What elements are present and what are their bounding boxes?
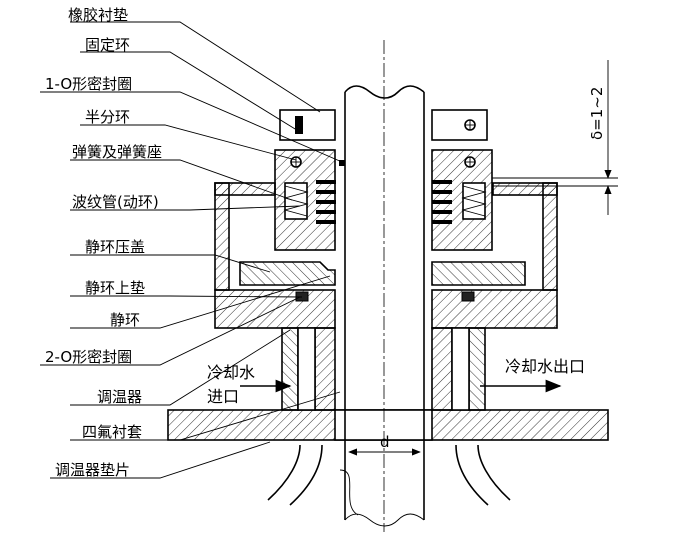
part-labels: 橡胶衬垫 固定环 1-O形密封圈 半分环 弹簧及弹簧座 波纹管(动环) 静环压盖… bbox=[45, 6, 162, 479]
label-thermostat: 调温器 bbox=[97, 388, 142, 406]
label-spring-seat: 弹簧及弹簧座 bbox=[72, 143, 162, 161]
leader-lines bbox=[40, 21, 343, 479]
label-fixing-ring: 固定环 bbox=[85, 36, 130, 54]
label-coolant-outlet: 冷却水出口 bbox=[505, 357, 585, 376]
thermostat-body-right bbox=[431, 289, 558, 411]
shaft bbox=[344, 40, 425, 532]
label-ptfe-sleeve: 四氟衬套 bbox=[82, 423, 142, 441]
label-split-ring: 半分环 bbox=[85, 108, 130, 126]
static-gland bbox=[239, 261, 526, 302]
lower-pipes bbox=[267, 444, 511, 516]
label-thermostat-gasket: 调温器垫片 bbox=[55, 461, 130, 479]
label-static-gland: 静环压盖 bbox=[85, 238, 145, 256]
label-coolant-inlet-2: 进口 bbox=[207, 387, 239, 406]
base-flange bbox=[167, 409, 609, 441]
label-shaft-diameter: d bbox=[380, 433, 390, 451]
label-delta: δ=1~2 bbox=[588, 87, 606, 140]
label-static-ring: 静环 bbox=[110, 311, 140, 329]
label-o-ring-1: 1-O形密封圈 bbox=[45, 75, 132, 93]
flow-labels: 冷却水 进口 冷却水出口 bbox=[207, 357, 585, 406]
label-static-upper-pad: 静环上垫 bbox=[85, 279, 145, 297]
delta-dimension bbox=[492, 60, 618, 215]
label-coolant-inlet-1: 冷却水 bbox=[207, 363, 255, 382]
fixing-ring bbox=[279, 109, 488, 141]
label-o-ring-2: 2-O形密封圈 bbox=[45, 348, 132, 366]
bellows-assembly bbox=[274, 149, 493, 251]
label-rubber-gasket: 橡胶衬垫 bbox=[68, 6, 128, 24]
label-bellows: 波纹管(动环) bbox=[72, 193, 159, 211]
